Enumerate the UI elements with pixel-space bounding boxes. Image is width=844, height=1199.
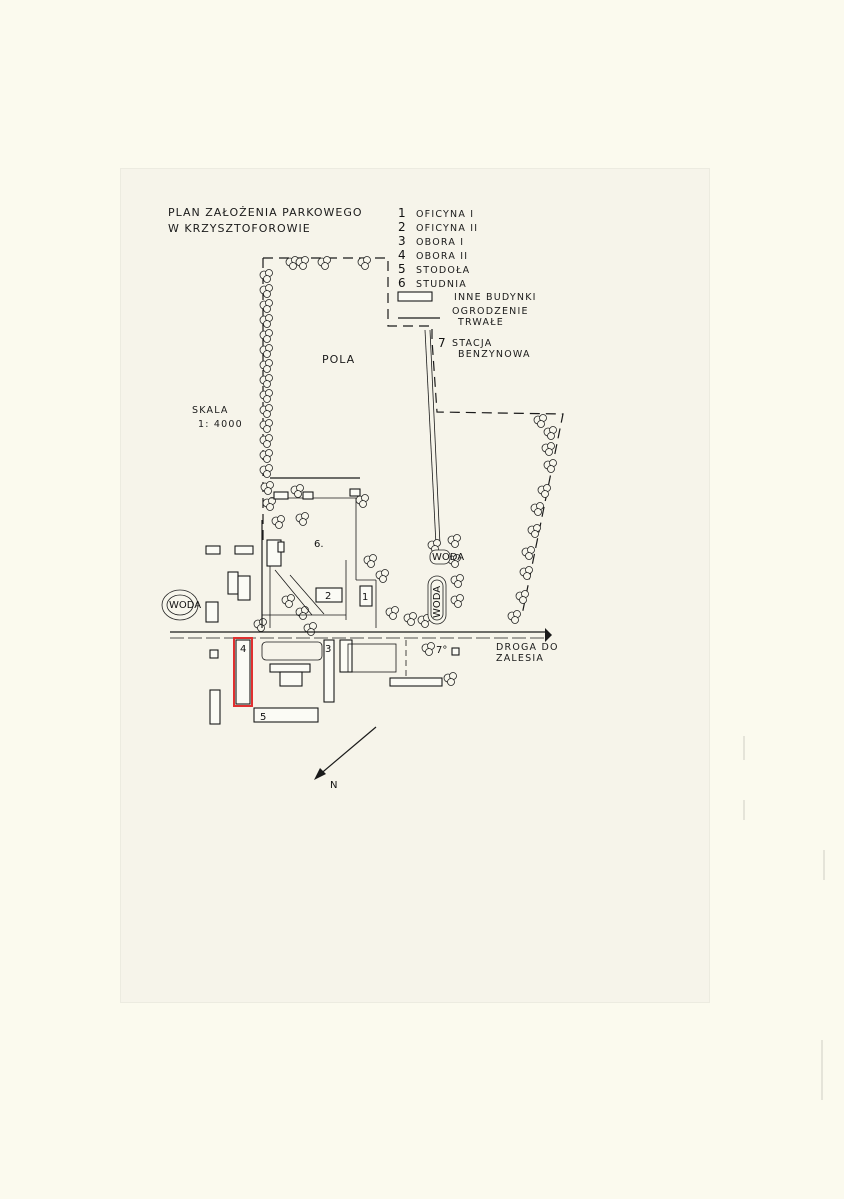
north-arrow: N <box>314 726 377 791</box>
marker-3: 3 <box>325 644 331 655</box>
marker-1: 1 <box>362 592 368 603</box>
building-small-b <box>302 491 314 500</box>
building-small-e <box>234 545 254 555</box>
road-label-line1: DROGA DO <box>496 642 559 653</box>
road-label-line2: ZALESIA <box>496 653 544 664</box>
building-west-c <box>205 601 219 623</box>
building-obora-2-highlight[interactable] <box>235 639 251 705</box>
building-small-d <box>205 545 221 555</box>
building-south-a <box>269 663 311 673</box>
legend-label-2: OFICYNA II <box>416 223 478 234</box>
marker-5: 5 <box>260 712 266 723</box>
fields-label: POLA <box>322 353 355 366</box>
scale-value: 1: 4000 <box>198 419 243 430</box>
legend-num-5: 5 <box>398 262 406 276</box>
water-label-west: WODA <box>169 600 201 611</box>
tree-row-west <box>259 269 276 511</box>
legend-label-5: STODOŁA <box>416 265 470 276</box>
map-title-line2: W KRZYSZTOFOROWIE <box>168 222 311 235</box>
legend: 1 OFICYNA I 2 OFICYNA II 3 OBORA I 4 OBO… <box>397 206 537 360</box>
legend-station-line2: BENZYNOWA <box>458 349 531 360</box>
building-obora-1 <box>323 639 335 703</box>
building-small-a <box>273 491 289 500</box>
pond-east: WODA WODA <box>427 549 464 625</box>
building-stodola <box>253 707 319 723</box>
pond-west: WODA <box>161 589 201 621</box>
building-small-c <box>349 488 361 497</box>
scale-label: SKALA <box>192 405 229 416</box>
legend-fence-line1: OGRODZENIE <box>452 306 529 317</box>
marker-2: 2 <box>325 591 331 602</box>
tree-row-north <box>285 256 371 270</box>
marker-7: 7° <box>436 645 447 656</box>
legend-label-6: STUDNIA <box>416 279 467 290</box>
estate-enclosure <box>261 477 377 628</box>
legend-building-symbol <box>397 291 433 302</box>
legend-label-1: OFICYNA I <box>416 209 474 220</box>
building-west-b <box>237 575 251 601</box>
water-label-east: WODA <box>432 586 443 618</box>
water-label-small: WODA <box>432 552 464 563</box>
legend-num-2: 2 <box>398 220 406 234</box>
building-west-a <box>227 571 239 595</box>
road-arrow-icon <box>545 628 552 642</box>
field-boundary <box>262 257 564 616</box>
legend-num-3: 3 <box>398 234 406 248</box>
building-station-row <box>389 677 443 687</box>
buildings: 2 1 3 4 5 6. 7° <box>205 488 460 725</box>
highlight-box <box>233 637 253 707</box>
building-tiny-west <box>209 649 219 659</box>
legend-station-num: 7 <box>438 336 446 350</box>
legend-other-buildings: INNE BUDYNKI <box>454 292 537 303</box>
yard-south <box>261 640 407 676</box>
margin-marks <box>743 736 825 1100</box>
north-arrow-icon <box>314 768 326 780</box>
building-station <box>451 647 460 656</box>
legend-station-line1: STACJA <box>452 338 492 349</box>
tree-row-east <box>507 414 557 624</box>
map-sheet <box>120 168 710 1003</box>
legend-num-4: 4 <box>398 248 406 262</box>
legend-num-6: 6 <box>398 276 406 290</box>
marker-6: 6. <box>314 539 324 550</box>
legend-label-3: OBORA I <box>416 237 464 248</box>
building-oficyna-1 <box>359 585 373 607</box>
marker-4: 4 <box>240 644 246 655</box>
building-oficyna-2 <box>315 587 343 603</box>
road <box>170 628 552 642</box>
legend-num-1: 1 <box>398 206 406 220</box>
building-south-west <box>209 689 221 725</box>
north-label: N <box>330 780 337 791</box>
building-south-c <box>339 639 353 673</box>
legend-fence-line2: TRWAŁE <box>457 317 504 328</box>
legend-label-4: OBORA II <box>416 251 468 262</box>
building-south-b <box>279 671 303 687</box>
map-title-line1: PLAN ZAŁOŻENIA PARKOWEGO <box>168 206 363 219</box>
